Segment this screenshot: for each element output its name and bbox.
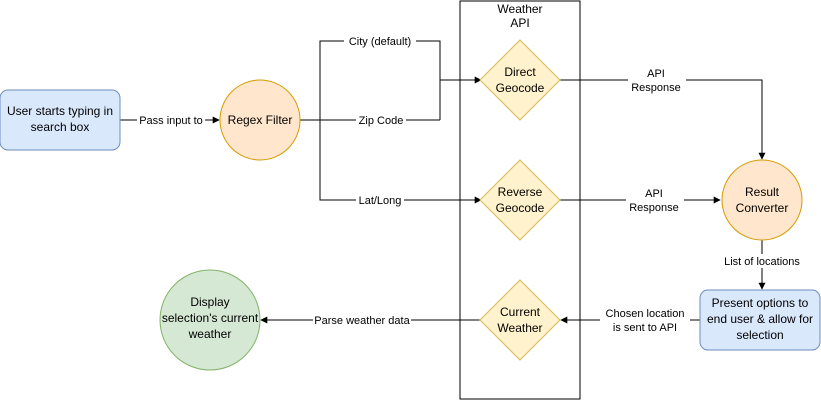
edge-label-parse-weather: Parse weather data [314,315,410,327]
direct-geocode-node-line2: Geocode [496,81,545,95]
edge-label-lat-long: Lat/Long [359,195,402,207]
edge-label-api-response-2-line1: API [645,188,663,200]
edge-label-api-response-1-line1: API [647,68,665,80]
current-weather-node-line2: Weather [497,321,542,335]
display-weather-node-line2: selection's current [162,311,259,325]
display-weather-node: Display selection's current weather [159,269,261,371]
regex-filter-node-label: Regex Filter [228,113,293,127]
present-options-node-line2: end user & allow for [707,312,813,326]
result-converter-node-line1: Result [745,185,780,199]
regex-filter-node: Regex Filter [219,79,301,161]
edge-city-default [319,40,482,120]
reverse-geocode-node-line2: Geocode [496,201,545,215]
edge-label-api-response-1-line2: Response [631,82,681,94]
edge-label-pass-input: Pass input to [139,115,203,127]
reverse-geocode-node: Reverse Geocode [479,159,561,241]
edge-label-zip-code: Zip Code [359,115,404,127]
direct-geocode-node: Direct Geocode [479,39,561,121]
user-input-node-line1: User starts typing in [7,104,113,118]
edge-label-chosen-location-line1: Chosen location [606,308,685,320]
result-converter-node-line2: Converter [736,201,789,215]
display-weather-node-line1: Display [190,295,229,309]
display-weather-node-line3: weather [188,327,232,341]
direct-geocode-node-line1: Direct [504,65,536,79]
edge-label-api-response-2-line2: Response [629,202,679,214]
present-options-node-line3: selection [736,328,783,342]
weather-api-title-line1: Weather [497,2,542,16]
edge-label-list-locations: List of locations [724,256,800,268]
reverse-geocode-node-line1: Reverse [498,185,543,199]
present-options-node: Present options to end user & allow for … [699,289,821,351]
edge-direct-to-converter [560,79,766,160]
current-weather-node: Current Weather [479,279,561,361]
user-input-node-line2: search box [31,120,90,134]
edge-label-city-default: City (default) [349,36,411,48]
present-options-node-line1: Present options to [712,296,809,310]
user-input-node: User starts typing in search box [0,89,121,151]
result-converter-node: Result Converter [721,159,803,241]
weather-api-title-line2: API [510,16,529,30]
current-weather-node-line1: Current [500,305,541,319]
edge-lat-long [319,120,482,204]
edge-label-chosen-location-line2: is sent to API [613,322,677,334]
